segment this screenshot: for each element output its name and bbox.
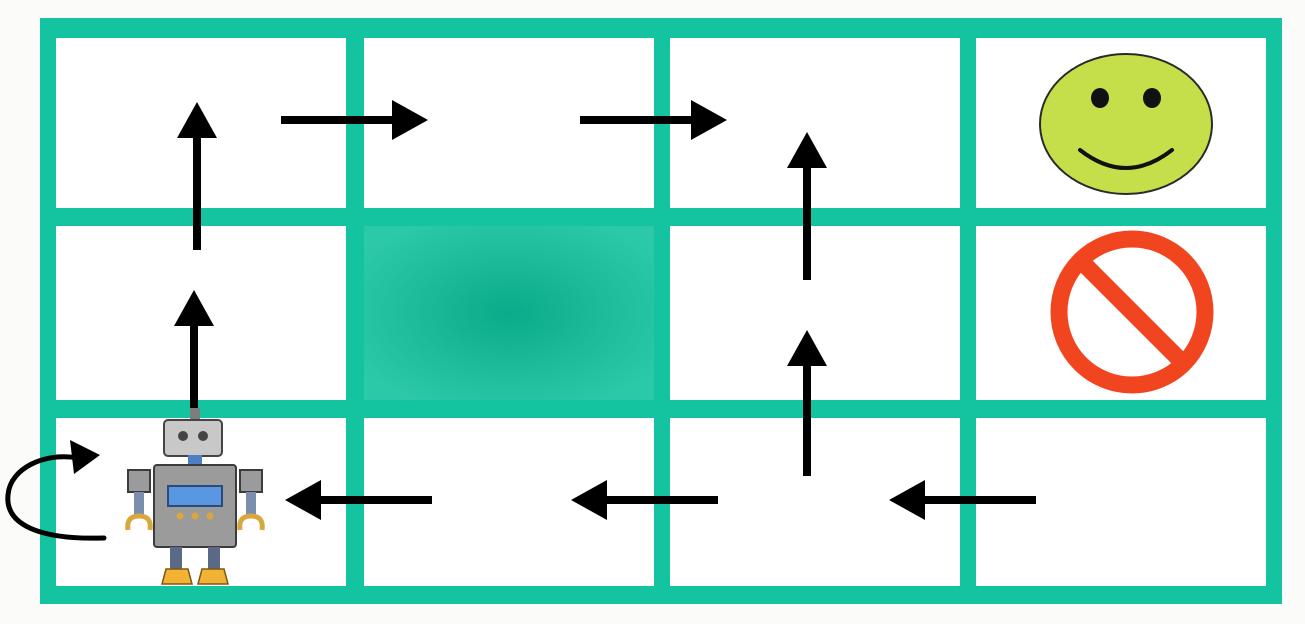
smiley-face-icon (1039, 53, 1213, 195)
wall-cell (364, 226, 654, 400)
policy-arrow-left (571, 480, 718, 520)
policy-arrow-right (281, 100, 428, 140)
no-entry-icon (1050, 230, 1214, 394)
policy-arrow-up (177, 102, 217, 250)
policy-arrow-right (580, 100, 727, 140)
arrow-head (691, 100, 727, 140)
arrow-head (177, 102, 217, 138)
policy-arrow-left (889, 480, 1036, 520)
policy-arrow-left (285, 480, 432, 520)
arrow-head (285, 480, 321, 520)
grid-cell (670, 226, 960, 400)
policy-arrow-up (787, 330, 827, 476)
stay-curved-arrow-icon (5, 440, 107, 541)
arrow-head (787, 132, 827, 168)
policy-arrows (174, 100, 1036, 520)
policy-arrow-up (174, 290, 214, 410)
robot-icon (125, 408, 265, 585)
arrow-head (174, 290, 214, 326)
arrow-head (571, 480, 607, 520)
arrow-head (787, 330, 827, 366)
arrow-head (392, 100, 428, 140)
policy-arrow-up (787, 132, 827, 280)
arrow-head (889, 480, 925, 520)
